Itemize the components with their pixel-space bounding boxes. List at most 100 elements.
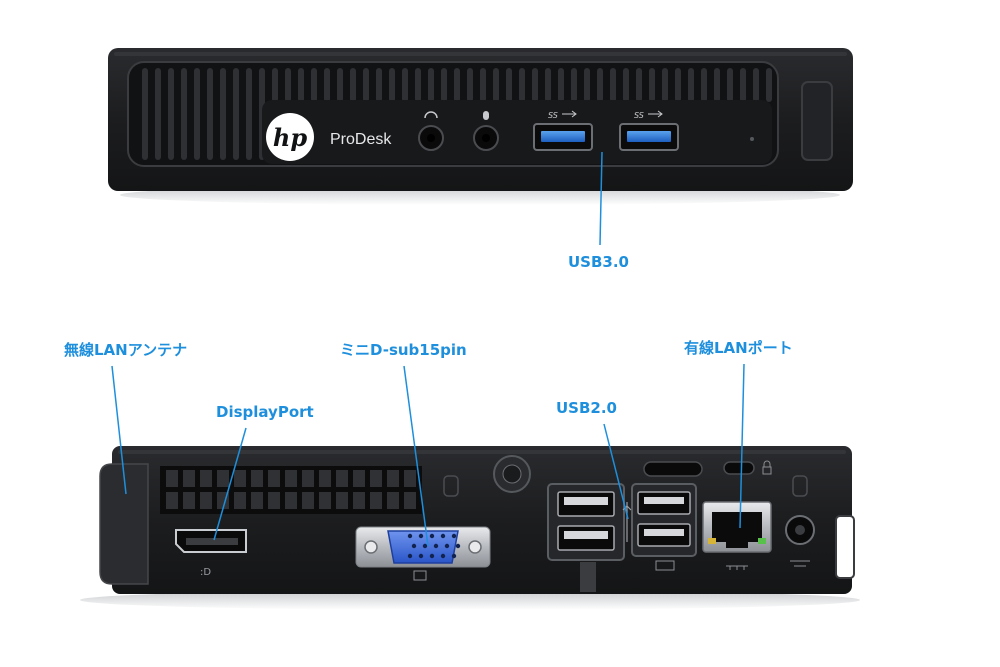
- vent-cell: [200, 492, 212, 509]
- callout-usb30: USB3.0: [568, 253, 629, 271]
- vga-pin: [451, 533, 457, 539]
- vent-slat: [194, 68, 200, 160]
- vga-pin: [418, 533, 424, 539]
- vent-slat: [402, 68, 408, 102]
- vent-slat: [714, 68, 720, 102]
- vga-pin: [440, 553, 446, 559]
- callout-usb20: USB2.0: [556, 399, 617, 417]
- usb-symbol-icon: [562, 110, 577, 118]
- callout-line-mini-dsub: [403, 365, 429, 547]
- vga-pin: [440, 533, 446, 539]
- activity-led: [758, 538, 766, 544]
- vent-slat: [545, 68, 551, 102]
- vent-slat: [506, 68, 512, 102]
- callout-mini-dsub: ミニD-sub15pin: [340, 341, 467, 359]
- link-led: [708, 538, 716, 544]
- vent-slat: [298, 68, 304, 102]
- vent-slat: [558, 68, 564, 102]
- vent-cell: [251, 492, 263, 509]
- dc-power-icon: [790, 560, 810, 567]
- rear-view: :D: [80, 446, 860, 610]
- vent-slat: [766, 68, 772, 102]
- usb20-ports: [547, 483, 697, 571]
- vent-slat: [454, 68, 460, 102]
- vent-cell: [319, 470, 331, 487]
- rear-shadow: [80, 590, 860, 610]
- vent-slat: [376, 68, 382, 102]
- vent-cell: [166, 492, 178, 509]
- usb-ss-marking: SS: [634, 111, 644, 120]
- vent-slat: [467, 68, 473, 102]
- vent-slat: [220, 68, 226, 160]
- vent-cell: [234, 470, 246, 487]
- vent-slat: [480, 68, 486, 102]
- vent-slat: [155, 68, 161, 160]
- vent-slat: [246, 68, 252, 160]
- vga-pin: [433, 543, 439, 549]
- vga-pin: [444, 543, 450, 549]
- vent-slat: [415, 68, 421, 102]
- vent-slat: [532, 68, 538, 102]
- vent-cell: [285, 470, 297, 487]
- vent-slat: [623, 68, 629, 102]
- vent-slat: [168, 68, 174, 160]
- vent-cell: [200, 470, 212, 487]
- network-icon: [726, 565, 748, 570]
- vga-pin: [418, 553, 424, 559]
- vent-slat: [610, 68, 616, 102]
- vent-slat: [740, 68, 746, 102]
- vent-slat: [389, 68, 395, 102]
- vent-cell: [285, 492, 297, 509]
- vent-cell: [404, 492, 416, 509]
- vent-slat: [181, 68, 187, 160]
- callout-line-usb20: [603, 423, 629, 520]
- vga-pins: [407, 533, 461, 559]
- displayport-icon: :D: [200, 567, 211, 578]
- vga-pin: [429, 533, 435, 539]
- wireless-antenna-cover: [99, 463, 149, 585]
- chassis-screw-marker: [443, 475, 459, 497]
- vent-slat: [207, 68, 213, 160]
- keyboard-icon: [655, 560, 675, 571]
- vga-pin: [407, 533, 413, 539]
- callout-line-wireless-antenna: [111, 365, 127, 495]
- vent-slat: [753, 68, 759, 102]
- usb30-port-right: SS: [619, 110, 679, 151]
- vent-cell: [336, 492, 348, 509]
- vent-cell: [387, 492, 399, 509]
- vent-cell: [387, 470, 399, 487]
- vent-cell: [166, 470, 178, 487]
- vent-cell: [183, 470, 195, 487]
- vga-pin: [429, 553, 435, 559]
- vga-pin: [411, 543, 417, 549]
- vga-pin: [422, 543, 428, 549]
- vent-cell: [404, 470, 416, 487]
- vent-slat: [727, 68, 733, 102]
- callout-wireless-antenna: 無線LANアンテナ: [64, 341, 188, 359]
- vent-slat: [285, 68, 291, 102]
- vent-slat: [571, 68, 577, 102]
- monitor-icon: [413, 570, 427, 581]
- vent-cell: [353, 470, 365, 487]
- vent-slat: [701, 68, 707, 102]
- headphone-icon: [424, 111, 438, 119]
- vent-slat: [324, 68, 330, 102]
- callout-displayport: DisplayPort: [216, 403, 314, 421]
- vent-slat: [688, 68, 694, 102]
- callout-line-usb30: [599, 151, 603, 246]
- headphone-jack: [418, 111, 444, 151]
- vent-slat: [597, 68, 603, 102]
- vent-cell: [302, 492, 314, 509]
- displayport-connector: :D: [175, 529, 247, 578]
- vent-slat: [337, 68, 343, 102]
- hp-logo-text: hp: [273, 123, 307, 152]
- lock-icon: [762, 460, 772, 475]
- power-button: [801, 81, 833, 161]
- vent-slat: [662, 68, 668, 102]
- thumbscrew: [493, 455, 531, 493]
- microphone-icon: [483, 111, 489, 120]
- vent-slat: [493, 68, 499, 102]
- vent-cell: [268, 470, 280, 487]
- vent-slat: [675, 68, 681, 102]
- security-slot: [723, 461, 755, 475]
